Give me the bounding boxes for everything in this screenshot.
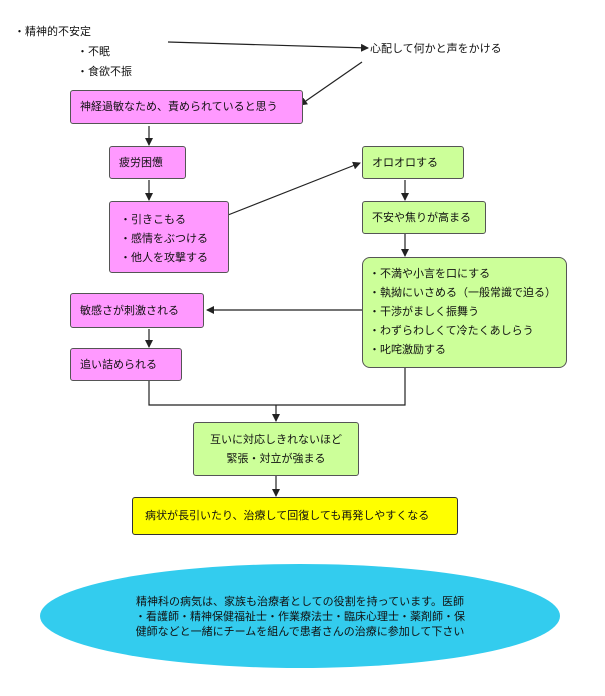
box-anxiety-label: 不安や焦りが高まる bbox=[372, 210, 471, 224]
top-symptom-main: ・精神的不安定 bbox=[14, 25, 91, 38]
box-fatigue: 疲労困憊 bbox=[109, 146, 186, 179]
box-cornered: 追い詰められる bbox=[70, 348, 182, 381]
withdraw-item: ・他人を攻撃する bbox=[120, 251, 208, 264]
box-mutual: 互いに対応しきれないほど 緊張・対立が強まる bbox=[193, 422, 359, 476]
box-behaviors: ・不満や小言を口にする ・執拗にいさめる（一般常識で迫る） ・干渉がましく振舞う… bbox=[362, 257, 567, 368]
box-sensitivity: 敏感さが刺激される bbox=[70, 293, 204, 328]
merge-line-right bbox=[276, 368, 406, 406]
box-withdraw: ・引きこもる ・感情をぶつける ・他人を攻撃する bbox=[109, 201, 229, 273]
note-line: ・看護師・精神保健福祉士・作業療法士・臨床心理士・薬剤師・保 bbox=[135, 609, 465, 623]
withdraw-item: ・引きこもる bbox=[120, 213, 186, 226]
note-line: 精神科の病気は、家族も治療者としての役割を持っています。医師 bbox=[135, 594, 465, 608]
withdraw-item: ・感情をぶつける bbox=[120, 232, 208, 245]
behavior-item: ・執拗にいさめる（一般常識で迫る） bbox=[369, 286, 556, 299]
box-flustered: オロオロする bbox=[362, 146, 464, 179]
behavior-item: ・叱咤激励する bbox=[369, 343, 446, 356]
team-care-note: 精神科の病気は、家族も治療者としての役割を持っています。医師 ・看護師・精神保健… bbox=[40, 564, 560, 668]
box-anxiety: 不安や焦りが高まる bbox=[362, 201, 486, 234]
top-symptom-appetite: ・食欲不振 bbox=[77, 65, 132, 78]
arrow-top-to-callout bbox=[167, 41, 369, 52]
behavior-item: ・不満や小言を口にする bbox=[369, 267, 491, 280]
box-nervous: 神経過敏なため、責められていると思う bbox=[70, 90, 303, 124]
callout-text: 心配して何かと声をかける bbox=[370, 42, 502, 55]
box-flustered-label: オロオロする bbox=[372, 155, 438, 169]
box-prolonged-label: 病状が長引いたり、治療して回復しても再発しやすくなる bbox=[145, 509, 430, 522]
box-sensitivity-label: 敏感さが刺激される bbox=[80, 303, 179, 317]
box-fatigue-label: 疲労困憊 bbox=[119, 155, 163, 169]
note-line: 健師などと一緒にチームを組んで患者さんの治療に参加して下さい bbox=[135, 624, 465, 638]
behavior-item: ・干渉がましく振舞う bbox=[369, 305, 479, 318]
behavior-item: ・わずらわしくて冷たくあしらう bbox=[369, 324, 534, 337]
arrow-withdraw-to-flustered bbox=[227, 161, 361, 216]
arrow-callout-to-nervous bbox=[299, 61, 363, 106]
top-symptom-insomnia: ・不眠 bbox=[77, 45, 110, 58]
mutual-line: 緊張・対立が強まる bbox=[226, 452, 326, 465]
mutual-line: 互いに対応しきれないほど bbox=[210, 433, 342, 446]
box-nervous-label: 神経過敏なため、責められていると思う bbox=[80, 100, 278, 113]
merge-line-left bbox=[148, 381, 276, 406]
box-prolonged: 病状が長引いたり、治療して回復しても再発しやすくなる bbox=[132, 497, 458, 535]
box-cornered-label: 追い詰められる bbox=[80, 357, 157, 371]
